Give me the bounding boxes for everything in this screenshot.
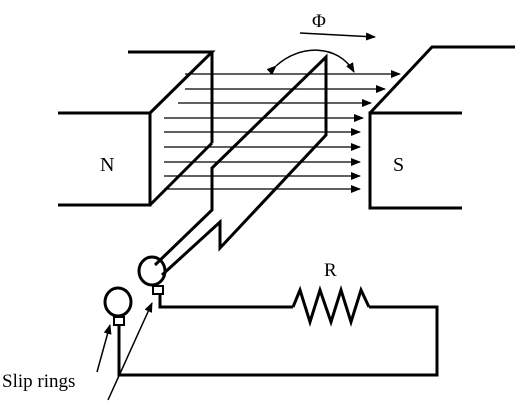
slip-rings-label: Slip rings	[2, 371, 76, 392]
south-pole-label: S	[393, 154, 405, 176]
flux-label: Φ	[312, 11, 326, 32]
resistor-label: R	[324, 260, 337, 281]
external-circuit	[117, 294, 439, 377]
resistor-symbol	[291, 284, 371, 328]
brushes	[113, 285, 164, 326]
flux-arrow	[299, 32, 376, 41]
south-pole	[368, 45, 515, 210]
north-pole	[58, 50, 216, 207]
magnetic-field-lines	[164, 70, 401, 193]
north-pole-label: N	[100, 154, 115, 176]
slip-ring-pointers	[96, 302, 153, 401]
armature-coil	[153, 53, 328, 277]
rotation-arrow	[266, 49, 355, 76]
